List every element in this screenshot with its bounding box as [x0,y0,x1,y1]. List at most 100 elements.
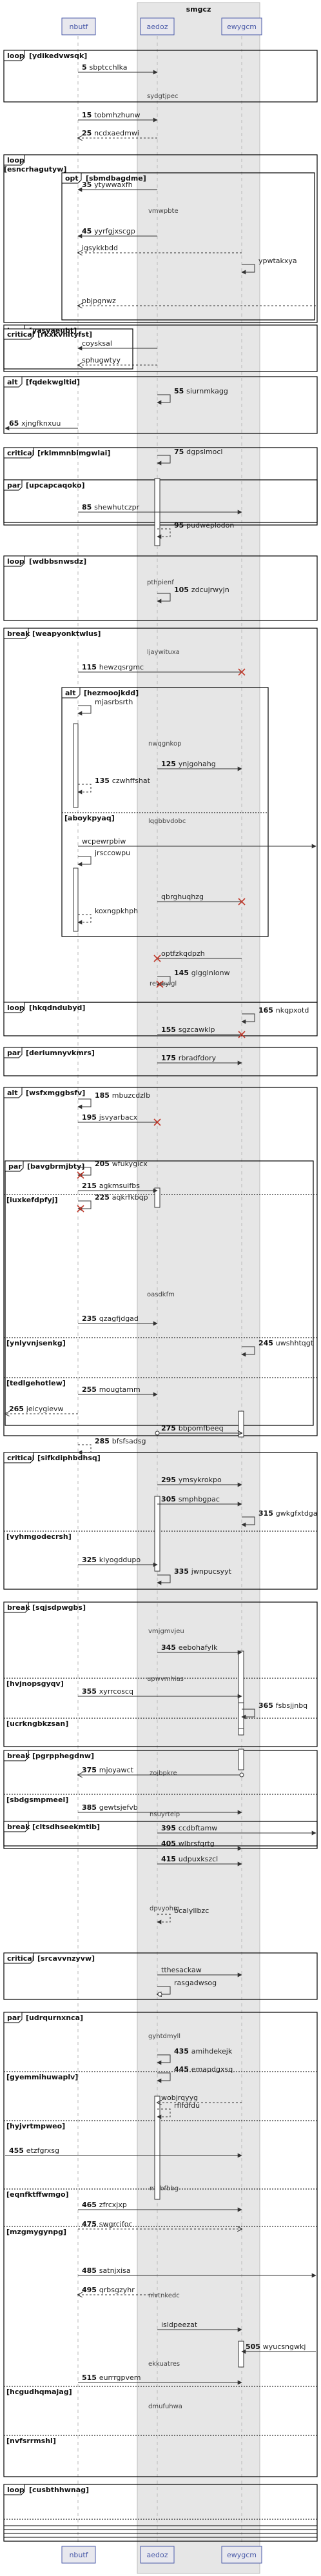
message-505[interactable]: 505 wyucsngwkj [241,2343,316,2354]
message-145[interactable]: 145 glgglnlonw [156,969,230,988]
participant-head-nbutf[interactable]: nbutf [61,17,96,35]
note-text: dmufuhwa [148,2403,182,2410]
message-mjasrbsrth[interactable]: mjasrbsrth [77,698,133,716]
message-rflfdfdu[interactable]: rflfdfdu [157,2101,200,2119]
participant-foot-aedoz[interactable]: aedoz [140,2546,175,2564]
message-text: igsykkbdd [82,244,118,252]
message-455[interactable]: 455 etzfgrxsg [5,2146,242,2158]
message-label: 395 ccdbftamw [161,1824,217,1832]
message-igsykkbdd[interactable]: igsykkbdd [78,244,242,253]
message-45[interactable]: 45 yyrfgjxscgp [77,227,157,239]
message-text: wcpewrpbiw [82,837,126,846]
message-415[interactable]: 415 udpuxkszcl [157,1855,242,1867]
message-365[interactable]: 365 fsbsjjnbq [241,1701,307,1719]
message-165[interactable]: 165 nkqpxotd [241,1006,309,1024]
message-485[interactable]: 485 satnjxisa [78,2266,316,2278]
message-205[interactable]: 205 wfukygicx [77,1160,148,1179]
message-number: 275 [161,1424,179,1432]
message-text: siurnmkagg [186,387,228,395]
message-rasgadwsog[interactable]: rasgadwsog [157,1979,217,1996]
message-number: 345 [161,1643,179,1652]
participant-foot-nbutf[interactable]: nbutf [61,2546,96,2564]
message-305[interactable]: 305 smphbgpac [157,1495,242,1507]
message-245[interactable]: 245 uwshhtqgt [241,1339,314,1357]
message-185[interactable]: 185 mbuzcdzlb [77,1091,150,1109]
separator-label: [ucrkngbkzsan] [6,1719,68,1728]
message-coysksal[interactable]: coysksal [77,339,157,351]
message-95[interactable]: 95 pudweplodon [157,521,234,539]
message-label: 475 swgrcifoc [82,2220,133,2228]
message-tthesackaw[interactable]: tthesackaw [157,1966,242,1977]
message-295[interactable]: 295 ymsykrokpo [157,1476,242,1487]
message-label: 385 gewtsjefvb [82,1803,138,1812]
message-bcalyllbzc[interactable]: bcalyllbzc [157,1907,209,1925]
message-isldpeezat[interactable]: isldpeezat [157,2321,242,2332]
message-optfzkqdpzh[interactable]: optfzkqdpzh [153,949,242,962]
fragment-kind: loop [7,1004,24,1012]
message-225[interactable]: 225 aqkrfkbqp [77,1193,148,1213]
participant-head-aedoz[interactable]: aedoz [140,17,175,35]
message-135[interactable]: 135 czwhffshat [77,777,151,795]
note-text: nwqgnkop [148,740,181,748]
message-475[interactable]: 475 swgrcifoc [78,2220,242,2229]
fragment-guard: [sqjsdpwgbs] [32,1603,86,1612]
message-465[interactable]: 465 zfrcxjxp [78,2201,242,2212]
message-pbjpgnwz[interactable]: pbjpgnwz [78,297,316,306]
participant-foot-ewygcm[interactable]: ewygcm [221,2546,262,2564]
message-55[interactable]: 55 siurnmkagg [157,387,228,405]
message-sphugwtyy[interactable]: sphugwtyy [78,356,157,365]
message-105[interactable]: 105 zdcujrwyjn [157,586,229,604]
message-wcpewrpbiw[interactable]: wcpewrpbiw [78,837,316,849]
message-85[interactable]: 85 shewhutczpr [78,503,242,515]
message-jrsccowpu[interactable]: jrsccowpu [77,849,130,867]
message-175[interactable]: 175 rbradfdory [157,1054,242,1065]
message-375[interactable]: 375 mjoyawct [78,1766,244,1777]
message-335[interactable]: 335 jwnpucsyyt [157,1567,232,1585]
message-koxngpkhph[interactable]: koxngpkhph [77,907,138,925]
message-25[interactable]: 25 ncdxaedmwi [78,129,157,138]
message-445[interactable]: 445 emapdgxsq [157,2065,233,2083]
participant-label: nbutf [69,23,88,31]
message-435[interactable]: 435 amihdekejk [157,2047,233,2065]
message-5[interactable]: 5 sbptcchlka [78,63,158,75]
message-qbrghuqhzg[interactable]: qbrghuqhzg [157,893,246,906]
message-355[interactable]: 355 xyrrcoscq [78,1687,242,1699]
participant-head-ewygcm[interactable]: ewygcm [221,17,262,35]
message-215[interactable]: 215 agkmsuifbs [78,1182,158,1193]
message-235[interactable]: 235 qzagfjdgad [78,1314,158,1326]
message-number: 235 [82,1314,99,1323]
note-text: gyhtdmyll [148,2033,180,2040]
message-115[interactable]: 115 hewzqsrgmc [78,663,246,676]
message-wobjrqyyg[interactable]: wobjrqyyg [157,2094,242,2103]
message-385[interactable]: 385 gewtsjefvb [78,1803,242,1815]
note-text: ljaywituxa [147,649,180,656]
message-label: pbjpgnwz [82,297,116,305]
message-65[interactable]: 65 xjngfknxuu [5,419,78,431]
message-325[interactable]: 325 kiyogddupo [78,1556,158,1567]
message-label: qbrghuqhzg [161,893,204,901]
message-number: 55 [174,387,186,395]
message-345[interactable]: 345 eebohafylk [157,1643,242,1655]
message-text: wobjrqyyg [161,2094,198,2102]
message-75[interactable]: 75 dgpslmocl [157,448,222,466]
fragment-guard: [hkqdndubyd] [29,1004,85,1012]
note-text: lqgbbvdobc [148,818,186,825]
message-number: 505 [246,2343,263,2351]
message-155[interactable]: 155 sgzcawklp [157,1025,246,1038]
message-515[interactable]: 515 eurrrgpvem [78,2373,242,2385]
message-265[interactable]: 265 jeicygievw [5,1405,78,1414]
message-label: 435 amihdekejk [174,2047,233,2056]
message-ypwtakxya[interactable]: ypwtakxya [241,257,297,275]
message-395[interactable]: 395 ccdbftamw [157,1824,316,1836]
message-405[interactable]: 405 wlbrsfqrtg [157,1839,242,1851]
message-315[interactable]: 315 gwkgfxtdga [241,1509,318,1527]
message-495[interactable]: 495 qrbsgzyhr [78,2286,157,2295]
message-275[interactable]: 275 bbpomfbeeq [155,1424,242,1435]
message-255[interactable]: 255 mougtamm [78,1385,158,1397]
message-15[interactable]: 15 tobmhzhunw [78,111,158,123]
message-125[interactable]: 125 ynjgohahg [157,760,242,771]
message-label: 45 yyrfgjxscgp [82,227,135,235]
message-35[interactable]: 35 ytywwaxfh [77,181,157,192]
message-285[interactable]: 285 bfsfsadsg [77,1437,146,1455]
message-195[interactable]: 195 jsvyarbacx [78,1113,161,1126]
